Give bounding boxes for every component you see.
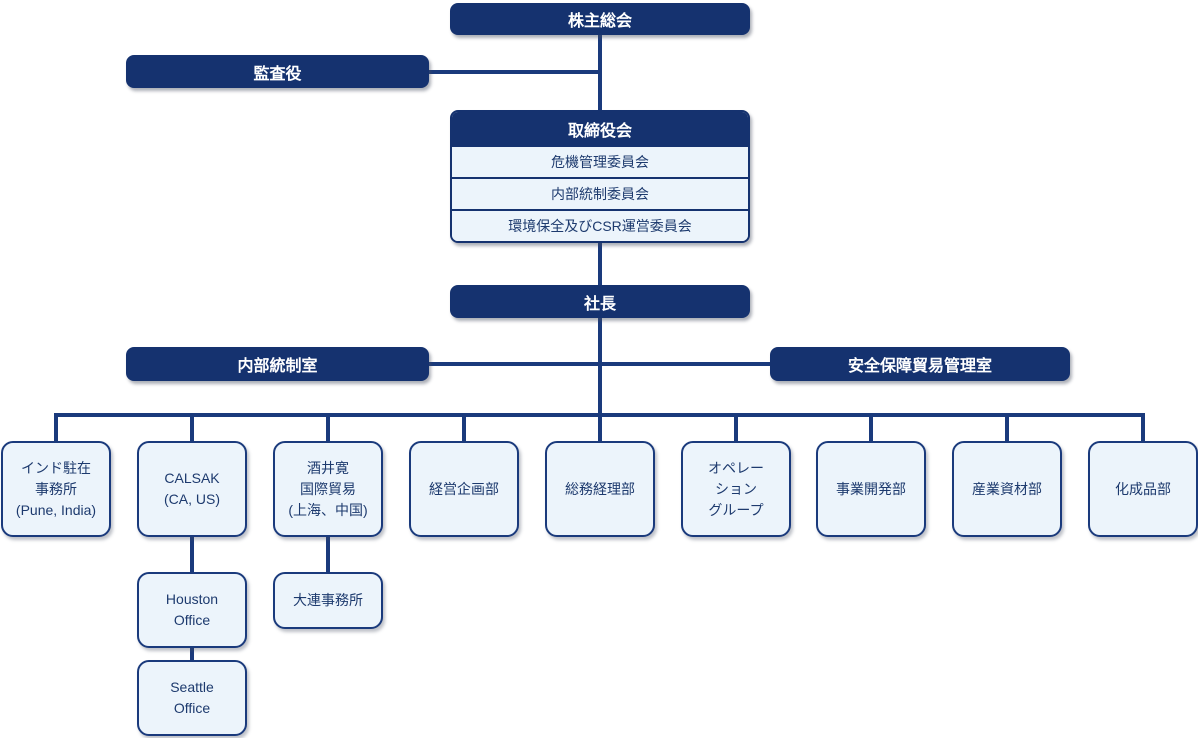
connector-sakai-dalian xyxy=(326,535,330,573)
node-calsak: CALSAK (CA, US) xyxy=(137,441,247,537)
connector-drop-dept-9 xyxy=(1141,415,1145,442)
node-president: 社長 xyxy=(450,285,750,318)
connector-drop-dept-3 xyxy=(326,415,330,442)
node-chemical-products-dept: 化成品部 xyxy=(1088,441,1198,537)
connector-calsak-houston xyxy=(190,535,194,573)
connector-auditor-link xyxy=(429,70,600,74)
connector-drop-dept-6 xyxy=(734,415,738,442)
connector-drop-dept-1 xyxy=(54,415,58,442)
node-internal-control-office: 内部統制室 xyxy=(126,347,429,381)
board-title: 取締役会 xyxy=(452,112,748,145)
node-dalian-office: 大連事務所 xyxy=(273,572,383,629)
connector-offices-link xyxy=(429,362,770,366)
node-general-affairs-accounting-dept: 総務経理部 xyxy=(545,441,655,537)
node-security-trade-control-office: 安全保障貿易管理室 xyxy=(770,347,1070,381)
connector-trunk-mid xyxy=(598,242,602,287)
node-business-development-dept: 事業開発部 xyxy=(816,441,926,537)
connector-drop-dept-2 xyxy=(190,415,194,442)
node-sakai-international-trade: 酒井寛 国際貿易 (上海、中国) xyxy=(273,441,383,537)
connector-houston-seattle xyxy=(190,646,194,662)
node-environment-csr-committee: 環境保全及びCSR運営委員会 xyxy=(452,209,748,241)
node-internal-control-committee: 内部統制委員会 xyxy=(452,177,748,209)
node-corporate-planning-dept: 経営企画部 xyxy=(409,441,519,537)
connector-drop-dept-8 xyxy=(1005,415,1009,442)
node-seattle-office: Seattle Office xyxy=(137,660,247,736)
node-operations-group: オペレー ション グループ xyxy=(681,441,791,537)
node-auditor: 監査役 xyxy=(126,55,429,88)
node-houston-office: Houston Office xyxy=(137,572,247,648)
connector-department-bus xyxy=(54,413,1145,417)
node-board-of-directors: 取締役会 危機管理委員会 内部統制委員会 環境保全及びCSR運営委員会 xyxy=(450,110,750,243)
node-industrial-materials-dept: 産業資材部 xyxy=(952,441,1062,537)
connector-drop-dept-7 xyxy=(869,415,873,442)
connector-drop-dept-4 xyxy=(462,415,466,442)
node-shareholders-meeting: 株主総会 xyxy=(450,3,750,35)
connector-trunk-low xyxy=(598,317,602,441)
connector-trunk-top xyxy=(598,34,602,112)
node-crisis-management-committee: 危機管理委員会 xyxy=(452,145,748,177)
node-india-office: インド駐在 事務所 (Pune, India) xyxy=(1,441,111,537)
